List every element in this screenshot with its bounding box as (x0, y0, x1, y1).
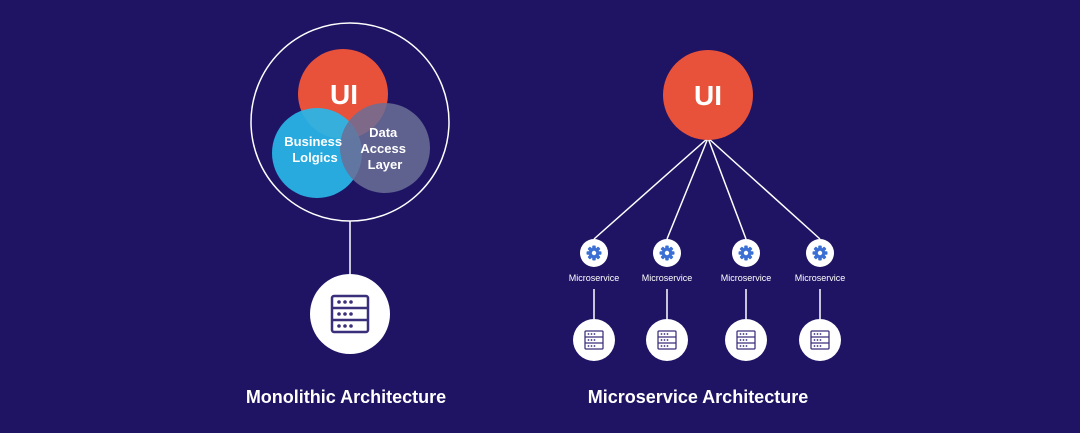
microservice-connector-lines (593, 137, 821, 319)
ui-to-microservice-line (593, 137, 709, 240)
ui-to-microservice-line (707, 137, 821, 240)
microservice-label: Microservice (795, 273, 846, 283)
microservice-list: Microservice Microservice Microservice Micr… (569, 239, 846, 361)
monolith-data-node (340, 103, 430, 193)
monolith-business-label-line1: Business (284, 134, 342, 149)
microservice-item: Microservice (642, 239, 693, 361)
gear-icon (812, 245, 828, 261)
monolith-data-label-line1: Data (369, 125, 398, 140)
monolith-data-label: Data Access Layer (360, 125, 409, 172)
microservice-label: Microservice (642, 273, 693, 283)
microservice-item: Microservice (569, 239, 620, 361)
ui-to-microservice-line (707, 137, 747, 240)
microservice-item: Microservice (795, 239, 846, 361)
microservice-label: Microservice (569, 273, 620, 283)
microservice-ui-label: UI (694, 80, 722, 111)
microservice-ui-node (663, 50, 753, 140)
gear-icon (586, 245, 602, 261)
microservice-item: Microservice (721, 239, 772, 361)
microservice-label: Microservice (721, 273, 772, 283)
monolith-data-label-line2: Access (360, 141, 406, 156)
ui-to-microservice-line (666, 137, 709, 240)
gear-icon (738, 245, 754, 261)
monolith-business-label: Business Lolgics (284, 134, 345, 165)
monolith-ui-label: UI (330, 79, 358, 110)
monolith-business-label-line2: Lolgics (292, 150, 338, 165)
monolith-business-node (272, 108, 362, 198)
monolith-data-label-line3: Layer (368, 157, 403, 172)
gear-icon (659, 245, 675, 261)
monolithic-section: UI Business Lolgics Data Access Layer Mo… (246, 22, 450, 407)
monolith-title: Monolithic Architecture (246, 387, 446, 407)
microservice-title: Microservice Architecture (588, 387, 808, 407)
